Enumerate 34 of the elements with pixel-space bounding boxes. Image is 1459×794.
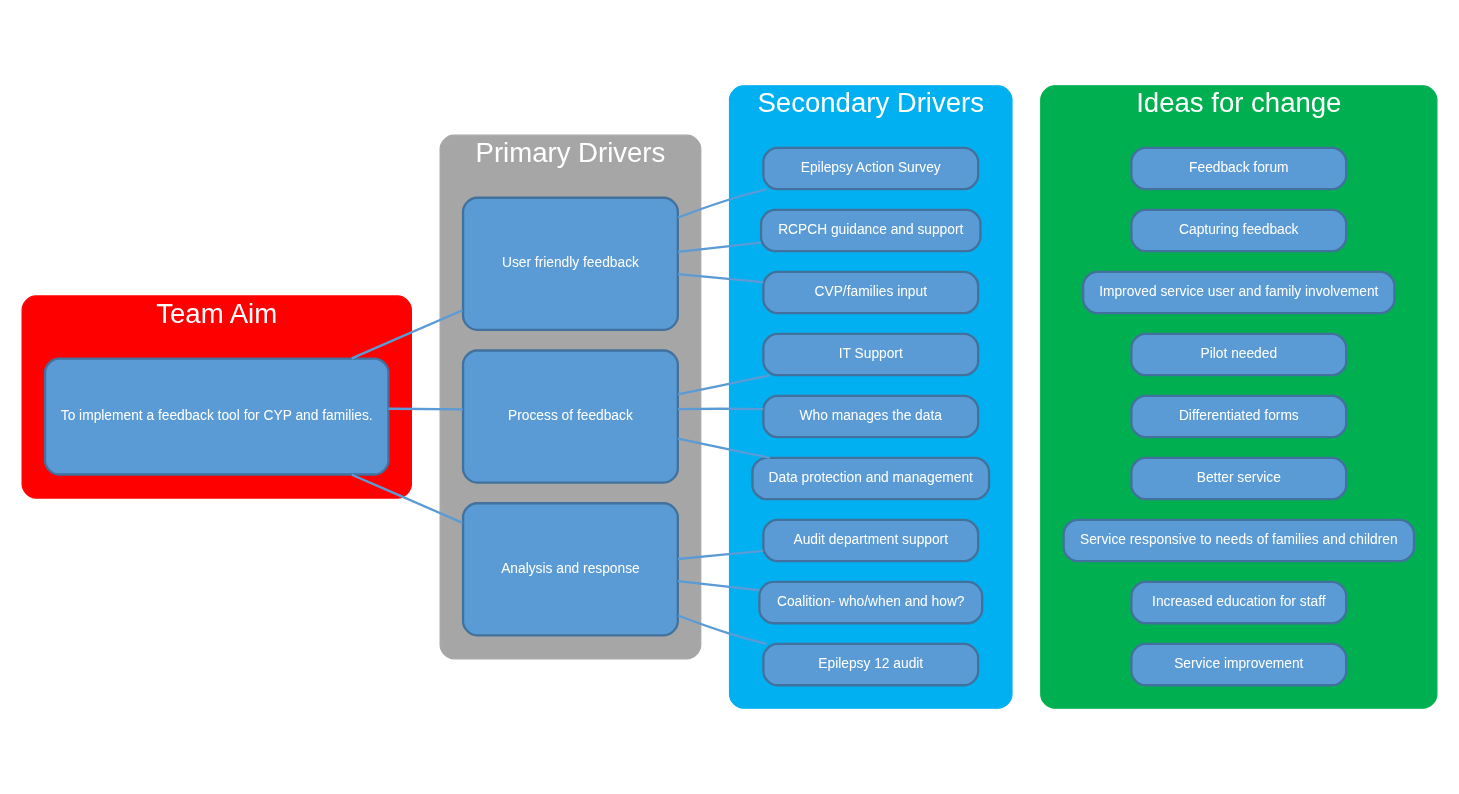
- node-box: RCPCH guidance and support: [759, 208, 982, 253]
- connector: [677, 272, 764, 284]
- node-box: Better service: [1130, 456, 1348, 501]
- node-box: Feedback forum: [1130, 146, 1348, 191]
- connector: [351, 473, 464, 524]
- connector: [677, 580, 760, 592]
- connector: [677, 188, 767, 219]
- node-box: User friendly feedback: [461, 196, 679, 331]
- connector: [677, 241, 761, 254]
- node-box: Coalition- who/when and how?: [758, 580, 984, 625]
- node-box: Increased education for staff: [1130, 580, 1348, 625]
- node-box: Process of feedback: [461, 349, 679, 484]
- connector: [677, 549, 764, 561]
- connector: [677, 407, 764, 411]
- node-box: Analysis and response: [461, 502, 679, 637]
- node-box: Epilepsy Action Survey: [762, 146, 980, 191]
- node-box: To implement a feedback tool for CYP and families.: [43, 357, 390, 476]
- node-box: Who manages the data: [762, 394, 980, 439]
- connector: [677, 437, 771, 459]
- connector: [388, 407, 463, 411]
- node-box: IT Support: [762, 332, 980, 377]
- node-box: Data protection and management: [751, 456, 991, 501]
- node-box: Improved service user and family involvement: [1082, 270, 1396, 315]
- node-box: CVP/families input: [762, 270, 980, 315]
- node-box: Service improvement: [1130, 642, 1348, 687]
- node-box: Capturing feedback: [1130, 208, 1348, 253]
- node-box: Differentiated forms: [1130, 394, 1348, 439]
- node-box: Epilepsy 12 audit: [762, 642, 980, 687]
- node-box: Pilot needed: [1130, 332, 1348, 377]
- connector: [677, 614, 767, 645]
- node-box: Service responsive to needs of families and children: [1062, 518, 1416, 563]
- connector: [677, 374, 771, 396]
- connector: [351, 309, 463, 360]
- node-box: Audit department support: [762, 518, 980, 563]
